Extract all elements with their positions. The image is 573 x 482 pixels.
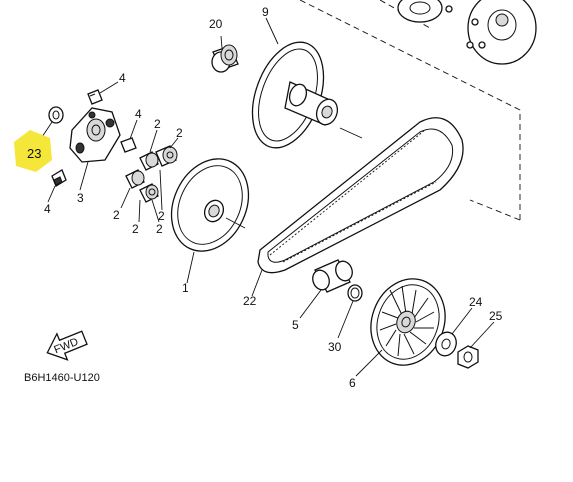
part-4-slider-middle bbox=[120, 137, 137, 153]
part-2-roller-a bbox=[139, 151, 159, 171]
part-25-nut bbox=[457, 345, 479, 369]
leader-22 bbox=[251, 269, 263, 297]
diagram-code: B6H1460-U120 bbox=[24, 372, 100, 384]
fan-blades bbox=[379, 285, 435, 357]
leader-1 bbox=[186, 251, 195, 284]
leader-4-top bbox=[99, 81, 119, 94]
part-20-collar bbox=[211, 44, 239, 73]
highlight-marker-23 bbox=[14, 130, 52, 172]
part-9-primary-fixed-sheave bbox=[251, 41, 339, 149]
callout-4-bottom: 4 bbox=[44, 202, 51, 216]
leader-2-b bbox=[169, 137, 179, 149]
leader-9-shaft bbox=[339, 127, 363, 139]
part-23-washer bbox=[48, 106, 64, 124]
callout-1: 1 bbox=[182, 281, 189, 295]
clutch-housing-partial bbox=[397, 0, 453, 23]
callout-2-b: 2 bbox=[176, 126, 183, 140]
secondary-sheave-partial bbox=[466, 0, 537, 65]
callout-2-d: 2 bbox=[132, 222, 139, 236]
callout-20: 20 bbox=[209, 17, 223, 31]
leader-2-c bbox=[120, 187, 131, 209]
callout-6: 6 bbox=[349, 376, 356, 390]
leader-4-middle bbox=[129, 119, 138, 140]
part-1-primary-sliding-sheave bbox=[170, 158, 250, 252]
leader-1-axis bbox=[225, 217, 246, 229]
callout-2-f: 2 bbox=[158, 209, 165, 223]
assembly-dashed-lines bbox=[299, 0, 521, 221]
part-22-v-belt bbox=[257, 117, 464, 274]
leader-9 bbox=[265, 17, 279, 45]
callout-30: 30 bbox=[328, 340, 342, 354]
callout-24: 24 bbox=[469, 295, 483, 309]
fwd-arrow-icon: FWD bbox=[46, 330, 88, 361]
part-30-o-ring bbox=[347, 284, 363, 302]
part-5-collar bbox=[312, 259, 353, 293]
callout-2-a: 2 bbox=[154, 117, 161, 131]
leader-5 bbox=[299, 289, 322, 319]
leader-25 bbox=[469, 321, 495, 349]
leader-2-f bbox=[159, 169, 163, 211]
part-2-roller-d bbox=[139, 183, 159, 203]
callout-22: 22 bbox=[243, 294, 257, 308]
part-4-slider-bottom bbox=[51, 169, 67, 187]
callout-5: 5 bbox=[292, 318, 299, 332]
leader-2-a bbox=[149, 129, 158, 153]
leader-6 bbox=[355, 349, 383, 377]
leader-30 bbox=[337, 300, 354, 339]
callout-25: 25 bbox=[489, 309, 503, 323]
callout-3: 3 bbox=[77, 191, 84, 205]
callout-4-top: 4 bbox=[119, 71, 126, 85]
leader-4-bottom bbox=[47, 185, 56, 203]
part-24-washer bbox=[435, 331, 457, 357]
leader-2-d bbox=[138, 199, 141, 223]
callout-2-c: 2 bbox=[113, 208, 120, 222]
part-6-fan-pulley bbox=[370, 278, 446, 366]
callout-9: 9 bbox=[262, 5, 269, 19]
leader-3 bbox=[79, 161, 89, 191]
leader-24 bbox=[451, 307, 473, 335]
leader-2-e bbox=[151, 199, 160, 223]
part-3-cam-plate bbox=[69, 107, 121, 163]
leader-20 bbox=[220, 35, 223, 49]
callout-23: 23 bbox=[27, 146, 41, 161]
part-2-roller-b bbox=[155, 145, 178, 167]
part-4-slider-top bbox=[87, 89, 103, 105]
callout-4-middle: 4 bbox=[135, 107, 142, 121]
part-2-roller-c bbox=[125, 169, 145, 189]
callout-2-e: 2 bbox=[156, 222, 163, 236]
callout-labels: 20 9 4 4 23 4 3 2 2 2 2 2 2 1 22 5 30 6 … bbox=[27, 5, 503, 390]
